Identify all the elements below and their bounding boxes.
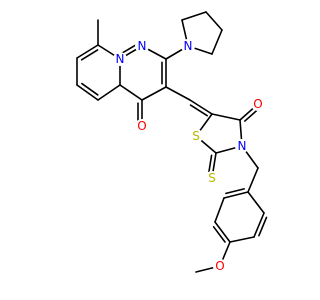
atom-label-n_py: N xyxy=(116,52,125,66)
atom-background-n_top xyxy=(135,39,149,53)
bond-b1-b2-second xyxy=(225,188,245,195)
bond-ch-t1 xyxy=(189,99,213,115)
bond-b3-b4-second xyxy=(212,226,226,243)
bond-b5-b6 xyxy=(253,212,265,238)
atom-label-o_ketone: O xyxy=(137,119,146,133)
bond-c8-c5 xyxy=(119,84,143,101)
bond-b4-b5 xyxy=(229,236,255,243)
bond-c7-c8 xyxy=(141,86,167,101)
atom-background-s_ring xyxy=(189,129,203,143)
bond-b1-b2 xyxy=(223,191,249,199)
bond-c4-c5 xyxy=(97,84,121,101)
bond-c3-c4-second xyxy=(81,82,99,96)
bond-b5-b6-second xyxy=(258,216,268,237)
bond-t2-s_thione-second xyxy=(207,154,213,176)
atom-background-o_thz xyxy=(251,97,265,111)
atom-background-n_py xyxy=(113,52,127,66)
atom-label-o_ether: O xyxy=(215,259,224,273)
bond-t3-o_thz-second xyxy=(244,108,260,122)
atom-background-n_thz xyxy=(235,139,249,153)
bond-c1-c2-second xyxy=(80,49,99,61)
atom-background-s_thione xyxy=(205,171,219,185)
bond-p1-p2 xyxy=(181,11,207,21)
atom-background-n_pyrr xyxy=(181,39,195,53)
bond-b3-b4 xyxy=(214,221,231,243)
bond-c7-ch xyxy=(165,86,191,101)
bond-t3-t1 xyxy=(211,113,241,121)
bond-n_py-n_top-second xyxy=(119,43,139,55)
atom-label-n_thz: N xyxy=(238,139,247,153)
bond-b6-b1 xyxy=(247,191,265,214)
atom-label-n_top: N xyxy=(138,39,147,53)
atom-label-o_thz: O xyxy=(253,97,262,111)
atom-background-o_ketone xyxy=(135,119,149,133)
atom-background-o_ether xyxy=(213,259,227,273)
bond-ch2-b1 xyxy=(247,167,259,193)
bond-c3-c4 xyxy=(76,84,99,101)
atom-label-s_ring: S xyxy=(192,129,200,143)
bond-b2-b3 xyxy=(214,197,225,223)
bond-c1-c2 xyxy=(76,44,99,59)
atom-label-s_thione: S xyxy=(208,171,216,185)
atom-label-n_pyrr: N xyxy=(184,39,193,53)
bond-p3-p4 xyxy=(211,29,223,55)
bond-ch-t1-second xyxy=(189,104,209,117)
bond-p2-p3 xyxy=(205,11,223,31)
